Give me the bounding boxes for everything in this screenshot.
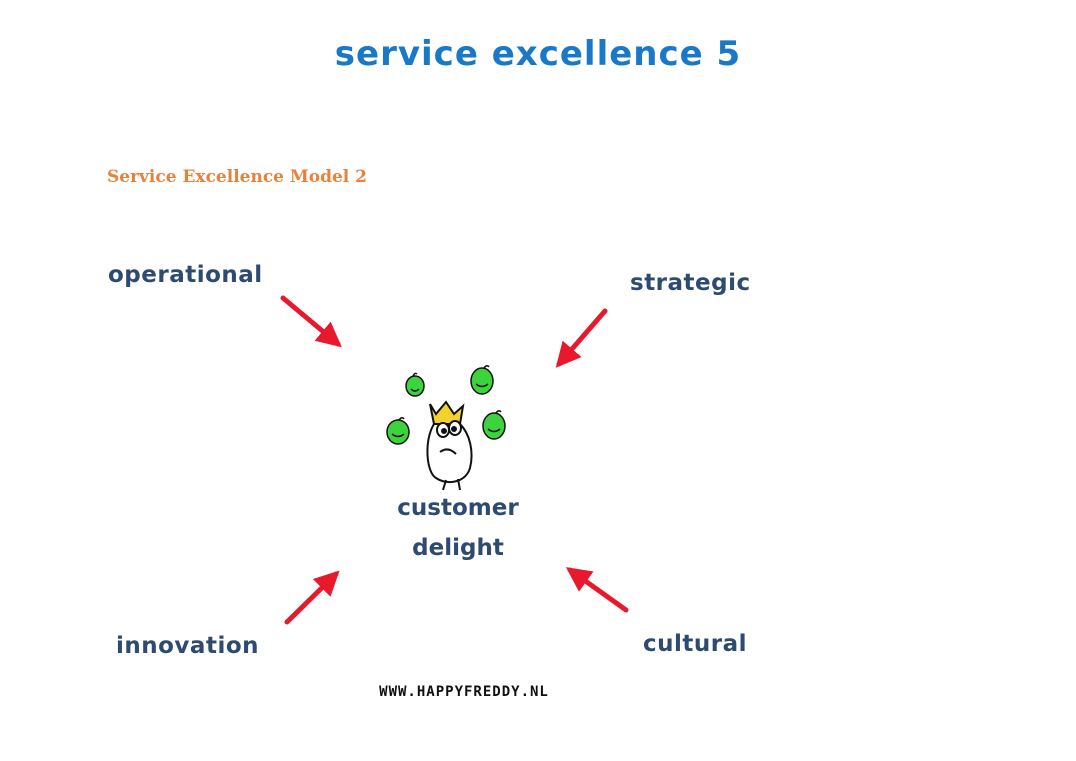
center-label-line1: customer	[397, 495, 519, 521]
label-strategic: strategic	[630, 270, 751, 296]
page-title: Service Excellence 5	[334, 34, 742, 74]
label-operational: operational	[108, 262, 263, 288]
arrow-operational	[280, 295, 342, 348]
arrow-innovation	[284, 570, 340, 625]
diagram-subtitle: Service Excellence Model 2	[107, 167, 367, 187]
smiley-face-icon	[482, 409, 506, 440]
footer-url: WWW.HAPPYFREDDY.NL	[379, 684, 549, 700]
king-character-icon	[426, 400, 473, 491]
arrow-cultural	[565, 567, 629, 613]
center-label-line2: delight	[412, 535, 504, 561]
label-cultural: cultural	[643, 631, 748, 657]
smiley-face-icon	[386, 416, 410, 445]
center-label: customer delight	[368, 488, 548, 568]
smiley-face-icon	[405, 372, 425, 397]
label-innovation: innovation	[116, 633, 259, 659]
smiley-face-icon	[470, 364, 494, 395]
arrow-strategic	[555, 308, 608, 368]
